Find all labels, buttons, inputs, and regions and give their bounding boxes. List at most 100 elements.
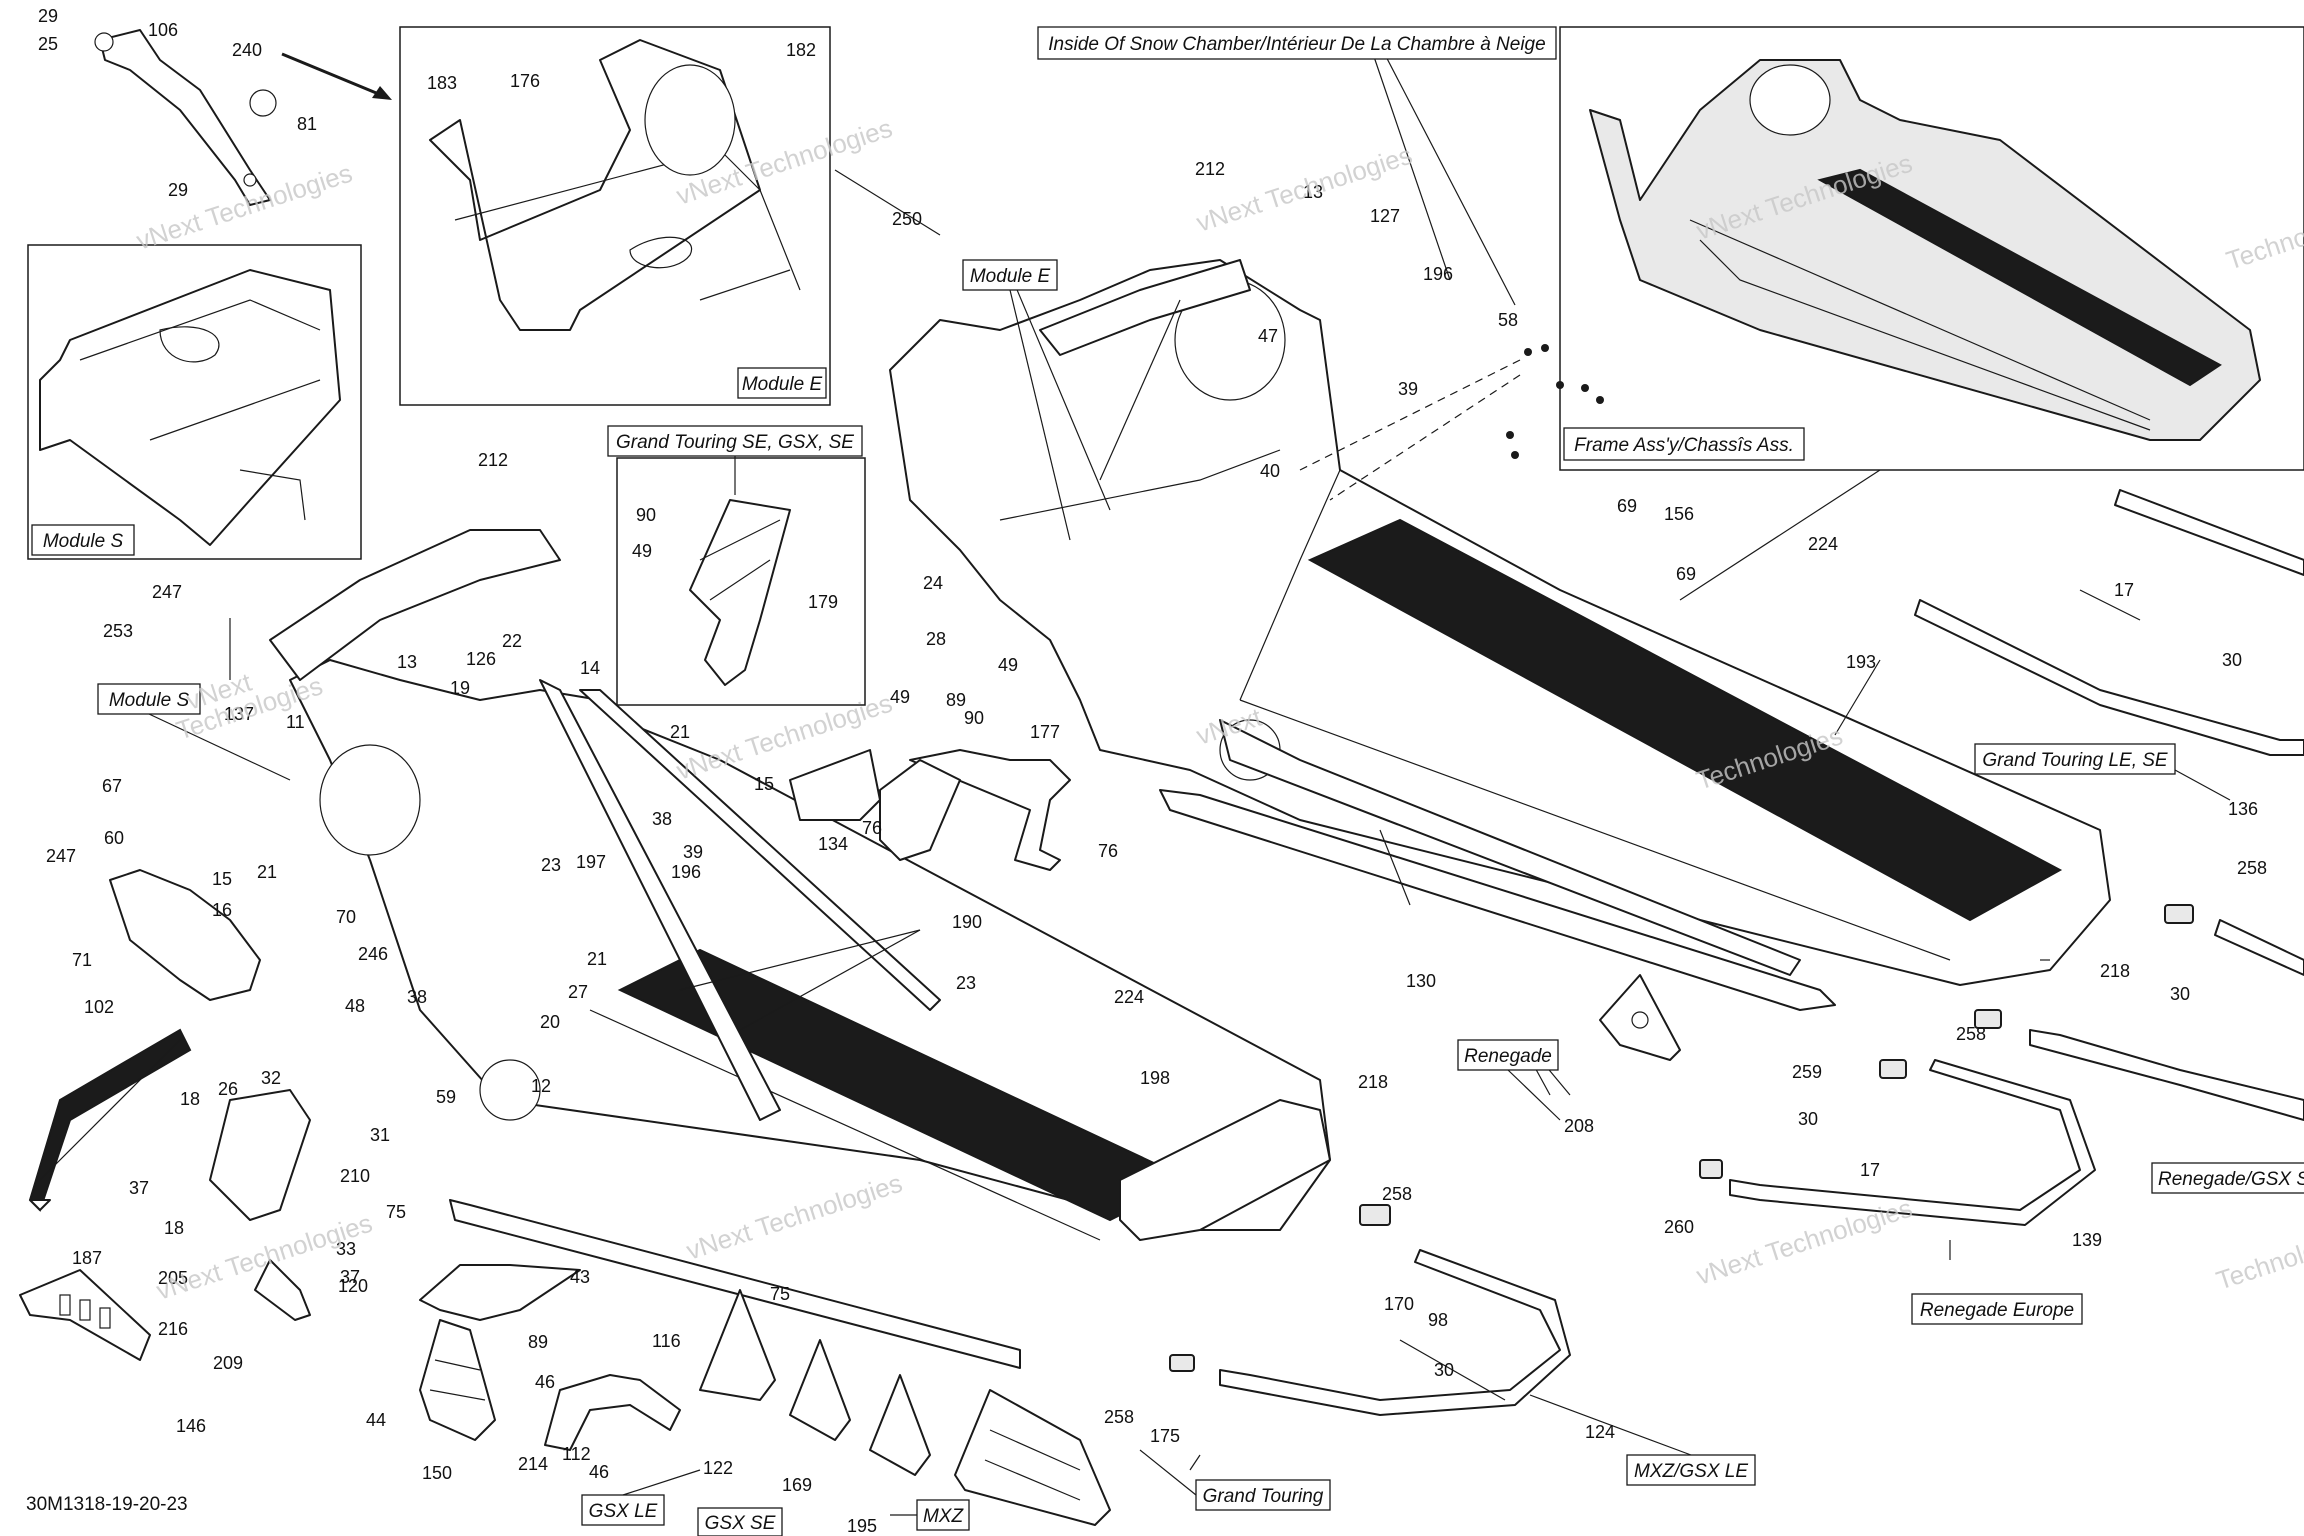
callout: 106	[148, 20, 178, 40]
svg-text:MXZ: MXZ	[923, 1506, 965, 1527]
plate-134	[789, 749, 881, 821]
svg-text:Renegade: Renegade	[1464, 1046, 1552, 1067]
callout: 196	[671, 862, 701, 882]
callout: 218	[2100, 961, 2130, 981]
callouts: 29 25 106 240 81 29 183 176 182 250 253 …	[38, 6, 2267, 1536]
callout: 23	[956, 973, 976, 993]
bracket-76	[879, 759, 961, 861]
callout: 210	[340, 1166, 370, 1186]
callout: 124	[1585, 1422, 1615, 1442]
svg-text:Module E: Module E	[970, 266, 1051, 287]
label-frame-assy: Frame Ass'y/Chassîs Ass.	[1563, 427, 1805, 461]
callout: 130	[1406, 971, 1436, 991]
callout: 120	[338, 1276, 368, 1296]
callout: 89	[946, 690, 966, 710]
bracket-240	[94, 29, 277, 206]
callout: 46	[589, 1462, 609, 1482]
svg-text:Renegade Europe: Renegade Europe	[1920, 1300, 2074, 1321]
callout: 112	[562, 1444, 591, 1464]
support-195	[869, 1374, 931, 1476]
callout: 13	[1303, 182, 1323, 202]
bracket-179	[689, 499, 791, 686]
callout: 18	[180, 1089, 200, 1109]
callout: 102	[84, 997, 114, 1017]
hardware-258-d	[1169, 1354, 1195, 1372]
svg-text:Technologies: Technologies	[2223, 200, 2304, 275]
bracket-120	[419, 1264, 581, 1321]
svg-text:MXZ/GSX LE: MXZ/GSX LE	[1634, 1461, 1748, 1482]
svg-text:vNext Technologies: vNext Technologies	[1693, 1193, 1916, 1291]
callout: 224	[1114, 987, 1144, 1007]
callout: 44	[366, 1410, 386, 1430]
callout: 179	[808, 592, 838, 612]
label-grand-touring: Grand Touring	[1195, 1479, 1331, 1511]
bracket-205	[209, 1089, 311, 1221]
hardware-259	[1879, 1059, 1907, 1079]
callout: 126	[466, 649, 496, 669]
label-grand-touring-se: Grand Touring SE, GSX, SE	[607, 425, 863, 457]
svg-text:Module E: Module E	[742, 374, 823, 395]
callout: 183	[427, 73, 457, 93]
callout: 139	[2072, 1230, 2102, 1250]
svg-text:Renegade/GSX S: Renegade/GSX S	[2158, 1169, 2304, 1190]
callout: 127	[1370, 206, 1400, 226]
bracket-218	[1119, 1099, 1331, 1241]
inset-module-e	[399, 26, 831, 406]
callout: 22	[502, 631, 522, 651]
callout: 81	[297, 114, 317, 134]
callout: 25	[38, 34, 58, 54]
callout: 70	[336, 907, 356, 927]
callout: 15	[212, 869, 232, 889]
bracket-214	[544, 1374, 681, 1451]
bracket-177	[909, 749, 1071, 871]
running-board-116	[449, 1199, 1021, 1369]
callout: 212	[1195, 159, 1225, 179]
inset-grand-touring-se	[616, 457, 866, 706]
module-e-frame	[429, 39, 801, 331]
callout: 247	[152, 582, 182, 602]
hardware-258-a	[2164, 904, 2194, 924]
callout: 33	[336, 1239, 356, 1259]
svg-text:Technologies: Technologies	[2213, 1220, 2304, 1295]
running-board-130	[1159, 719, 1836, 1011]
callout: 246	[358, 944, 388, 964]
callout: 98	[1428, 1310, 1448, 1330]
svg-text:Module S: Module S	[43, 531, 124, 552]
label-renegade: Renegade	[1457, 1039, 1559, 1071]
callout: 218	[1358, 1072, 1388, 1092]
label-grand-touring-le-se: Grand Touring LE, SE	[1974, 743, 2176, 775]
hardware-258-b	[1974, 1009, 2002, 1029]
callout: 38	[652, 809, 672, 829]
callout: 26	[218, 1079, 238, 1099]
svg-text:Inside Of Snow Chamber/Intérie: Inside Of Snow Chamber/Intérieur De La C…	[1048, 34, 1545, 55]
rear-bumper-139	[1729, 1059, 2096, 1226]
callout: 176	[510, 71, 540, 91]
callout: 40	[1260, 461, 1280, 481]
callout: 247	[46, 846, 76, 866]
callout: 76	[862, 818, 882, 838]
callout: 69	[1676, 564, 1696, 584]
callout: 16	[212, 900, 232, 920]
callout: 30	[2222, 650, 2242, 670]
callout: 46	[535, 1372, 555, 1392]
callout: 137	[224, 704, 254, 724]
callout: 170	[1384, 1294, 1414, 1314]
label-mxz-gsx-le: MXZ/GSX LE	[1626, 1454, 1756, 1486]
callout: 14	[580, 658, 600, 678]
leader-lines	[229, 44, 2141, 1471]
support-208	[1599, 974, 1681, 1061]
label-mxz: MXZ	[916, 1499, 970, 1531]
callout: 240	[232, 40, 262, 60]
callout: 23	[541, 855, 561, 875]
callout: 71	[72, 950, 92, 970]
callout: 38	[407, 987, 427, 1007]
label-gsx-se: GSX SE	[697, 1507, 783, 1536]
callout: 39	[1398, 379, 1418, 399]
svg-text:GSX SE: GSX SE	[705, 1513, 776, 1534]
support-169	[789, 1339, 851, 1441]
svg-text:Grand Touring LE, SE: Grand Touring LE, SE	[1982, 750, 2168, 771]
bracket-209	[254, 1259, 311, 1321]
callout: 29	[168, 180, 188, 200]
callout: 253	[103, 621, 133, 641]
callout: 37	[340, 1267, 360, 1287]
